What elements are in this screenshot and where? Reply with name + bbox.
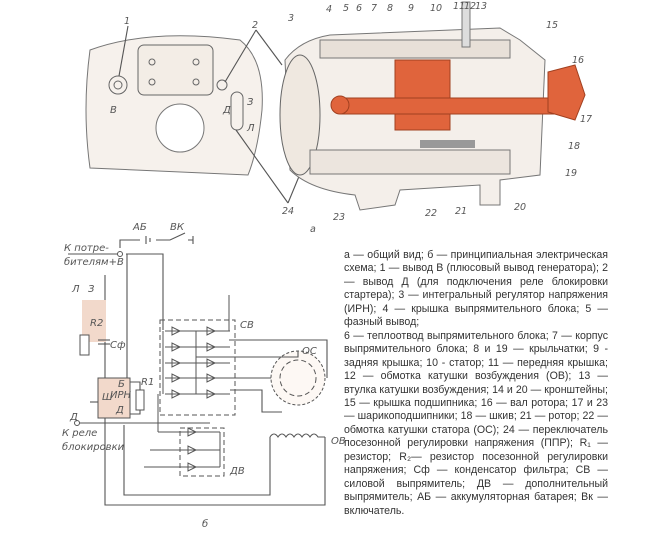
irn-label: ИРН — [110, 390, 132, 401]
part-label: 19 — [565, 168, 577, 179]
part-label: 5 — [343, 3, 349, 14]
d-terminal-label: Д — [69, 412, 78, 423]
part-label: 12 — [464, 1, 476, 12]
part-label: 2 — [252, 20, 258, 31]
irn-d-label: Д — [115, 405, 124, 416]
part-label: 1 — [124, 16, 130, 27]
part-label: 3 — [288, 13, 294, 24]
schematic-labels: АБ ВК К потре- бителям+В Л З R2 Сф Б Ш И… — [62, 222, 346, 530]
part-label: 9 — [408, 3, 414, 14]
subfigure-a-label: а — [310, 224, 316, 235]
electrical-schematic — [68, 232, 328, 506]
rear-cover-view — [85, 25, 313, 204]
part-label: 6 — [356, 3, 362, 14]
part-label: 20 — [514, 202, 526, 213]
caption-paragraph: 6 — теплоотвод выпрямительного блока; 7 … — [344, 329, 608, 517]
part-label: 10 — [430, 3, 442, 14]
relay-label-2: блокировки — [62, 441, 125, 453]
cf-label: Сф — [110, 340, 126, 351]
power-rectifier-diodes — [162, 295, 230, 399]
additional-rectifier-diodes — [144, 394, 221, 472]
switch-label: ВК — [170, 222, 185, 233]
terminal-label: Д — [222, 105, 231, 116]
stator-winding — [270, 350, 326, 406]
consumers-label: К потре- — [64, 243, 109, 254]
battery-label: АБ — [132, 222, 147, 233]
os-label: ОС — [302, 346, 317, 357]
part-label: 21 — [455, 206, 467, 217]
r2-label: R2 — [90, 318, 103, 329]
part-label: 15 — [546, 20, 558, 31]
dv-label: ДВ — [229, 466, 245, 477]
subfigure-b-label: б — [202, 518, 208, 530]
terminal-label: З — [247, 97, 254, 108]
irn-sh-label: Ш — [102, 392, 113, 403]
part-label: 13 — [475, 1, 487, 12]
part-label: 22 — [425, 208, 437, 219]
part-number-labels: 1 2 3 4 5 6 7 8 9 10 11 12 13 15 16 17 1… — [110, 1, 592, 235]
irn-b-label: Б — [118, 379, 125, 390]
part-label: 18 — [568, 141, 580, 152]
terminal-label: Л — [246, 123, 255, 134]
l-terminal-label: Л — [71, 284, 80, 295]
part-label: 23 — [333, 212, 345, 223]
part-label: 8 — [387, 3, 393, 14]
part-label: 24 — [282, 206, 294, 217]
part-label: 16 — [572, 55, 584, 66]
z-terminal-label: З — [88, 284, 95, 295]
consumers-label-2: бителям+В — [64, 256, 124, 268]
part-label: 17 — [580, 114, 592, 125]
part-label: 4 — [326, 4, 332, 15]
part-label: 7 — [371, 3, 377, 14]
part-label: 11 — [453, 1, 465, 12]
terminal-label: В — [110, 105, 117, 116]
r1-label: R1 — [141, 377, 154, 388]
caption-paragraph: а — общий вид; б — принципиальная электр… — [344, 249, 608, 329]
sv-label: СВ — [240, 320, 254, 331]
ov-label: ОВ — [331, 436, 346, 447]
relay-label: К реле — [62, 428, 97, 439]
figure-caption: а — общий вид; б — принципиальная электр… — [344, 249, 608, 518]
alternator-cutaway — [279, 1, 586, 211]
